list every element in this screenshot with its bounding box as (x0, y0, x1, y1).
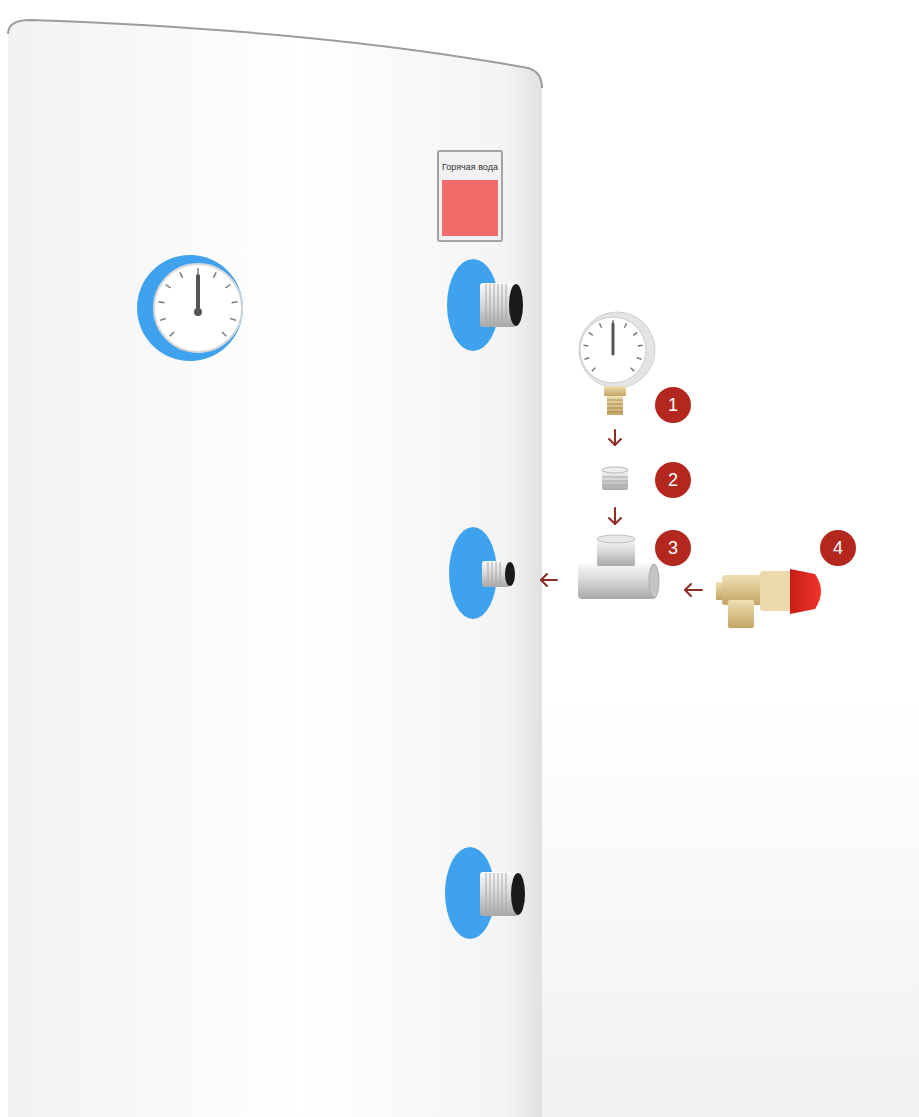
thread-lines (602, 477, 628, 485)
gauge-tick (213, 272, 216, 277)
gauge-tick (624, 323, 626, 327)
backdrop (542, 700, 919, 1117)
gauge-tick (589, 332, 593, 335)
label-plate: Горячая вода (437, 150, 503, 242)
callout-number: 1 (655, 387, 691, 423)
thread-lines (607, 400, 623, 412)
callout-number: 3 (655, 530, 691, 566)
thread-lines (486, 873, 506, 915)
gauge-tick (170, 332, 174, 336)
gauge-tick (638, 345, 643, 347)
gauge-tick (222, 332, 226, 336)
gauge-tick (584, 358, 589, 360)
red-stripe (442, 180, 498, 236)
valve-neck (760, 571, 792, 611)
gauge-tick (197, 268, 199, 274)
gauge-needle (612, 324, 615, 354)
gauge-tick (226, 284, 231, 288)
callout-number: 4 (820, 530, 856, 566)
callout-number: 2 (655, 462, 691, 498)
gauge-stem (604, 386, 626, 396)
plate-text: Горячая вода (442, 156, 498, 180)
gauge-ticks (158, 268, 237, 336)
thread-lines (486, 284, 506, 326)
pipe-opening (505, 562, 515, 586)
gauge-tick (637, 358, 642, 360)
gauge-ring (137, 255, 243, 361)
gauge-tick (180, 272, 183, 277)
tee-body (578, 563, 656, 599)
adapter-top (602, 467, 628, 473)
gauge-thread (607, 396, 623, 415)
thread-lines (488, 562, 500, 586)
gauge-tick (158, 301, 164, 303)
valve-outlet (728, 600, 754, 628)
gauge-tick (583, 345, 588, 347)
gauge-ticks (583, 320, 642, 371)
gauge-tick (232, 301, 238, 303)
gauge-tick (166, 284, 171, 288)
assembly-arrow (541, 430, 702, 596)
tee-branch-end (597, 535, 635, 543)
gauge-face (154, 264, 242, 352)
tank-body (8, 20, 542, 1117)
gauge-face (580, 317, 646, 383)
gauge-tick (230, 319, 236, 321)
gauge-tick (160, 319, 166, 321)
gauge-hub (194, 308, 202, 316)
pipe-opening (509, 284, 523, 326)
gauge-tick (599, 323, 601, 327)
tee-end (649, 564, 659, 598)
gauge-tick (631, 368, 635, 372)
gauge-tick (592, 368, 596, 372)
pipe-opening (511, 873, 525, 915)
tank-rim (8, 20, 542, 88)
gauge-tick (633, 332, 637, 335)
valve-cap (790, 569, 821, 614)
gauge-rim (579, 312, 655, 388)
